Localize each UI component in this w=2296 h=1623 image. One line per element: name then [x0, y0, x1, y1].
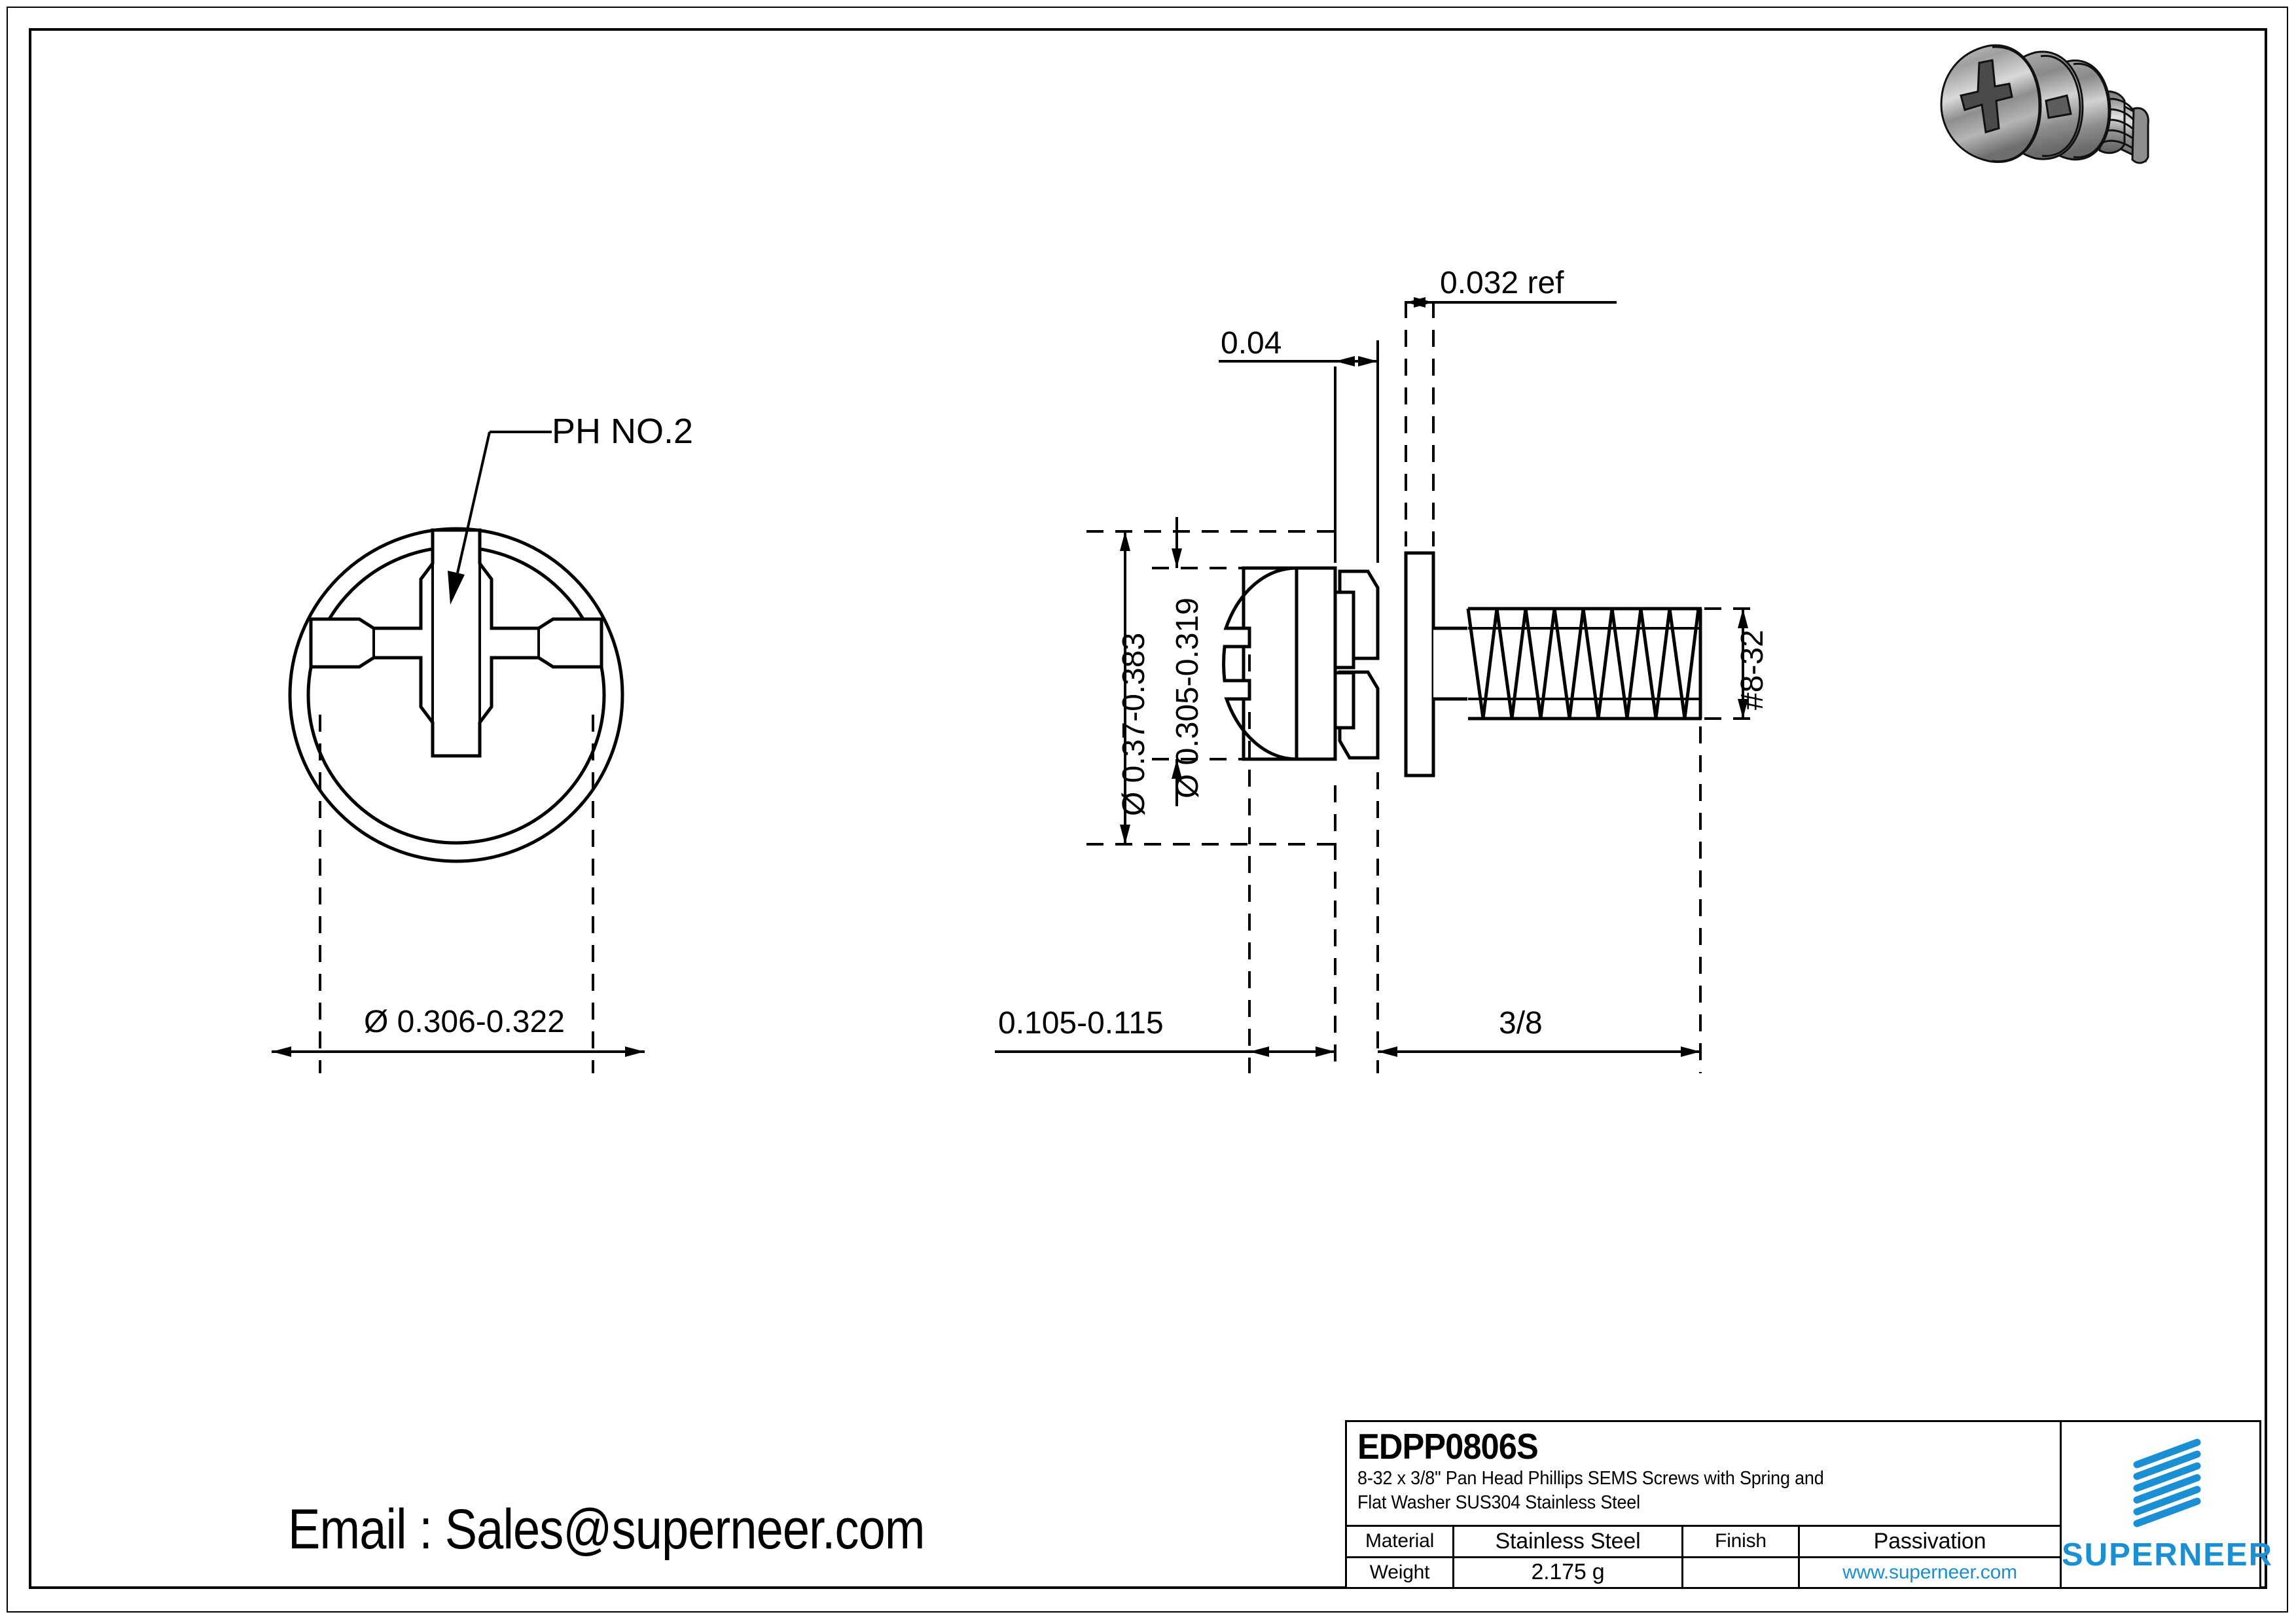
material-label: Material [1347, 1527, 1454, 1556]
part-description-line-2: Flat Washer SUS304 Stainless Steel [1357, 1492, 1640, 1513]
side-view-extension-lines [1086, 301, 1754, 1073]
threaded-shank-geometry [1433, 607, 1702, 721]
part-number-text: EDPP0806S [1357, 1426, 1539, 1467]
flat-washer-geometry [1404, 551, 1435, 777]
superneer-logo-icon [2133, 1438, 2201, 1527]
title-block-info: EDPP0806S 8-32 x 3/8" Pan Head Phillips … [1347, 1422, 2062, 1587]
front-view-geometry [288, 527, 624, 863]
email-contact-text: Email : Sales@superneer.com [288, 1498, 925, 1561]
weight-value: 2.175 g [1454, 1558, 1683, 1587]
side-view-dim-thread-size-text: #8-32 [1735, 630, 1770, 710]
front-view-callout-text: PH NO.2 [552, 412, 694, 451]
sheet-outer-border [7, 7, 2288, 1613]
side-view-dim-head-inner-text: Ø 0.305-0.319 [1170, 597, 1205, 798]
title-block: EDPP0806S 8-32 x 3/8" Pan Head Phillips … [1345, 1420, 2272, 1589]
side-view-dim-head-outer-text: Ø 0.37-0.383 [1117, 632, 1151, 816]
render-pan-head [1940, 44, 2042, 163]
part-description-line-1: 8-32 x 3/8" Pan Head Phillips SEMS Screw… [1357, 1468, 1824, 1489]
ph-callout-arrowhead [448, 571, 465, 605]
spec-blank-cell [1683, 1558, 1800, 1587]
brand-wordmark: SUPERNEER [2062, 1537, 2273, 1573]
side-view-dimension-arrows [995, 297, 1748, 1057]
ph-callout-leader [456, 431, 552, 577]
side-view-dim-032ref-text: 0.032 ref [1440, 266, 1564, 300]
front-view-dimension-lines [272, 715, 645, 1073]
side-view-dim-bottom-right-text: 3/8 [1499, 1006, 1543, 1041]
spring-washer-geometry [1333, 569, 1380, 760]
brand-logo-area: SUPERNEER [2062, 1422, 2273, 1587]
weight-label: Weight [1347, 1558, 1454, 1587]
material-value: Stainless Steel [1454, 1527, 1683, 1556]
spec-table: Material Stainless Steel Finish Passivat… [1347, 1527, 2060, 1587]
finish-label: Finish [1683, 1527, 1800, 1556]
phillips-cross-icon [1960, 59, 2013, 134]
side-view-geometry [1222, 566, 1337, 761]
screw-3d-render [1940, 44, 2149, 164]
sheet-drawing-frame [29, 28, 2267, 1589]
title-description-area: EDPP0806S 8-32 x 3/8" Pan Head Phillips … [1347, 1422, 2060, 1527]
spec-row-material: Material Stainless Steel Finish Passivat… [1347, 1527, 2060, 1558]
front-view-diameter-dim-text: Ø 0.306-0.322 [364, 1005, 565, 1039]
side-view-dim-004-text: 0.04 [1221, 326, 1282, 361]
finish-value: Passivation [1873, 1528, 1986, 1554]
spec-row-weight: Weight 2.175 g www.superneer.com [1347, 1558, 2060, 1587]
website-url-link[interactable]: www.superneer.com [1842, 1561, 2017, 1583]
side-view-dim-bottom-left-text: 0.105-0.115 [998, 1006, 1164, 1041]
